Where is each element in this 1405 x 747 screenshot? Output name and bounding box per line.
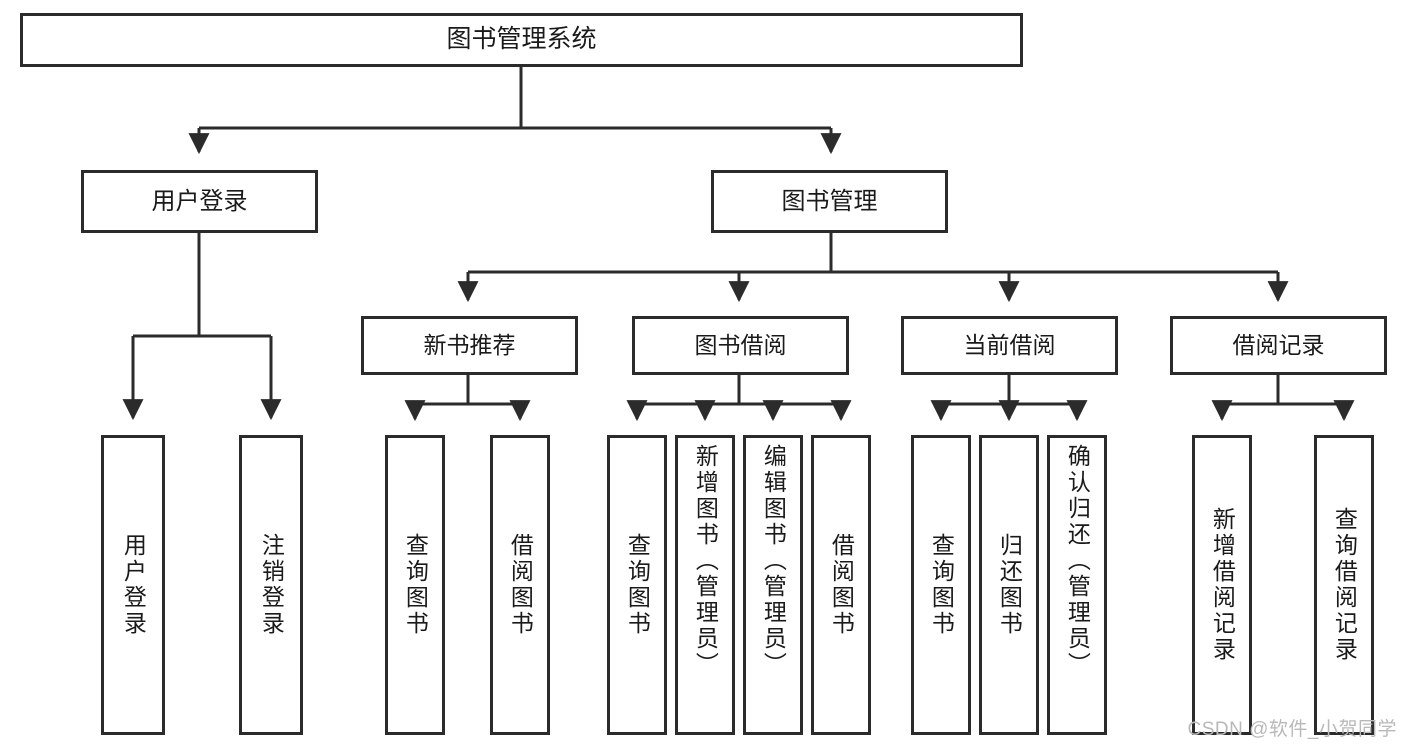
node-label: 用户登录 bbox=[120, 533, 147, 637]
leaf-borrow-book[interactable]: 借阅图书 bbox=[811, 435, 871, 735]
node-label: 借阅图书 bbox=[828, 533, 855, 637]
node-user-login[interactable]: 用户登录 bbox=[81, 170, 318, 233]
node-label: 查询图书 bbox=[402, 533, 429, 637]
leaf-confirm-return-admin[interactable]: 确认归还（管理员） bbox=[1047, 435, 1107, 735]
node-label: 新书推荐 bbox=[423, 332, 516, 359]
leaf-add-book-admin[interactable]: 新增图书（管理员） bbox=[675, 435, 735, 735]
node-label: 查询图书 bbox=[928, 533, 955, 637]
leaf-query-borrow-record[interactable]: 查询借阅记录 bbox=[1314, 435, 1374, 735]
node-label: 用户登录 bbox=[151, 187, 248, 215]
node-label: 新增图书（管理员） bbox=[692, 444, 719, 678]
node-label: 编辑图书（管理员） bbox=[760, 444, 787, 678]
node-label: 查询借阅记录 bbox=[1331, 507, 1358, 663]
leaf-edit-book-admin[interactable]: 编辑图书（管理员） bbox=[743, 435, 803, 735]
node-label: 确认归还（管理员） bbox=[1064, 444, 1091, 678]
node-label: 新增借阅记录 bbox=[1209, 507, 1236, 663]
node-label: 当前借阅 bbox=[963, 332, 1056, 359]
node-label: 查询图书 bbox=[624, 533, 651, 637]
leaf-logout[interactable]: 注销登录 bbox=[239, 435, 303, 735]
node-label: 归还图书 bbox=[996, 533, 1023, 637]
node-current-borrow[interactable]: 当前借阅 bbox=[901, 316, 1118, 375]
leaf-add-borrow-record[interactable]: 新增借阅记录 bbox=[1192, 435, 1252, 735]
node-label: 注销登录 bbox=[258, 533, 285, 637]
node-book-management[interactable]: 图书管理 bbox=[711, 170, 948, 233]
node-label: 图书管理 bbox=[781, 187, 878, 215]
node-label: 借阅图书 bbox=[507, 533, 534, 637]
node-book-borrow[interactable]: 图书借阅 bbox=[632, 316, 849, 375]
node-label: 图书管理系统 bbox=[446, 25, 597, 54]
leaf-query-book-recommend[interactable]: 查询图书 bbox=[385, 435, 445, 735]
watermark: CSDN @软件_小贺同学 bbox=[1187, 719, 1397, 740]
node-label: 图书借阅 bbox=[694, 332, 787, 359]
node-new-book-recommend[interactable]: 新书推荐 bbox=[361, 316, 578, 375]
node-root-system[interactable]: 图书管理系统 bbox=[20, 13, 1023, 67]
leaf-query-book-current[interactable]: 查询图书 bbox=[911, 435, 971, 735]
leaf-borrow-book-recommend[interactable]: 借阅图书 bbox=[490, 435, 550, 735]
leaf-query-book-borrow[interactable]: 查询图书 bbox=[607, 435, 667, 735]
node-borrow-record[interactable]: 借阅记录 bbox=[1170, 316, 1387, 375]
leaf-return-book[interactable]: 归还图书 bbox=[979, 435, 1039, 735]
leaf-user-login[interactable]: 用户登录 bbox=[101, 435, 165, 735]
node-label: 借阅记录 bbox=[1232, 332, 1325, 359]
